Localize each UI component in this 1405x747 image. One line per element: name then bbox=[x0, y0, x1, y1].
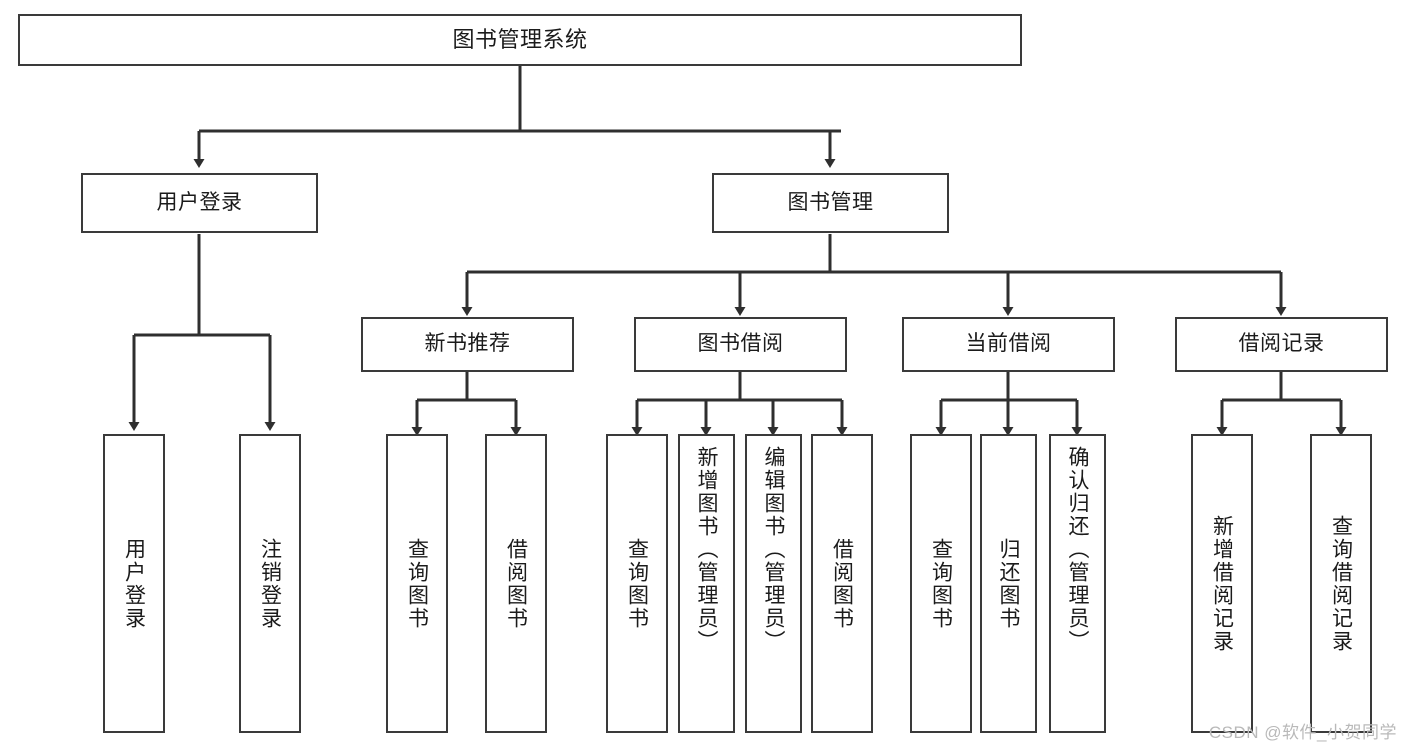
leaf-label: 借阅图书 bbox=[830, 537, 854, 630]
leaf-records-query-record[interactable]: 查询借阅记录 bbox=[1310, 434, 1372, 733]
leaf-label: 确认归还（管理员） bbox=[1066, 446, 1089, 653]
leaf-label: 新增借阅记录 bbox=[1210, 514, 1234, 653]
node-root[interactable]: 图书管理系统 bbox=[18, 14, 1022, 66]
leaf-borrow-edit-book-admin[interactable]: 编辑图书（管理员） bbox=[745, 434, 802, 733]
leaf-user-login-login[interactable]: 用户登录 bbox=[103, 434, 165, 733]
leaf-borrow-add-book-admin[interactable]: 新增图书（管理员） bbox=[678, 434, 735, 733]
leaf-label: 查询图书 bbox=[405, 537, 429, 630]
leaf-label: 查询借阅记录 bbox=[1329, 514, 1353, 653]
leaf-label: 用户登录 bbox=[122, 537, 146, 630]
leaf-label: 查询图书 bbox=[929, 537, 953, 630]
leaf-label: 归还图书 bbox=[997, 537, 1020, 630]
node-book-borrow-label: 图书借阅 bbox=[697, 332, 784, 356]
leaf-new-book-borrow[interactable]: 借阅图书 bbox=[485, 434, 547, 733]
node-current-borrow-label: 当前借阅 bbox=[965, 332, 1052, 356]
leaf-label: 查询图书 bbox=[625, 537, 649, 630]
node-current-borrow[interactable]: 当前借阅 bbox=[902, 317, 1115, 372]
node-borrow-records[interactable]: 借阅记录 bbox=[1175, 317, 1388, 372]
leaf-label: 新增图书（管理员） bbox=[695, 446, 718, 653]
leaf-borrow-query-book[interactable]: 查询图书 bbox=[606, 434, 668, 733]
node-user-login[interactable]: 用户登录 bbox=[81, 173, 318, 233]
leaf-records-add-record[interactable]: 新增借阅记录 bbox=[1191, 434, 1253, 733]
leaf-label: 编辑图书（管理员） bbox=[762, 446, 785, 653]
node-book-borrow[interactable]: 图书借阅 bbox=[634, 317, 847, 372]
leaf-label: 借阅图书 bbox=[504, 537, 528, 630]
leaf-current-confirm-return-admin[interactable]: 确认归还（管理员） bbox=[1049, 434, 1106, 733]
node-user-login-label: 用户登录 bbox=[156, 190, 243, 214]
leaf-label: 注销登录 bbox=[258, 537, 282, 630]
leaf-current-query-book[interactable]: 查询图书 bbox=[910, 434, 972, 733]
leaf-user-login-logout[interactable]: 注销登录 bbox=[239, 434, 301, 733]
leaf-new-book-query[interactable]: 查询图书 bbox=[386, 434, 448, 733]
node-new-book-recommend[interactable]: 新书推荐 bbox=[361, 317, 574, 372]
node-root-label: 图书管理系统 bbox=[452, 27, 588, 53]
node-borrow-records-label: 借阅记录 bbox=[1238, 332, 1325, 356]
csdn-watermark: CSDN @软件_小贺同学 bbox=[1208, 723, 1397, 742]
node-book-management-label: 图书管理 bbox=[787, 190, 874, 214]
leaf-current-return-book[interactable]: 归还图书 bbox=[980, 434, 1037, 733]
node-book-management[interactable]: 图书管理 bbox=[712, 173, 949, 233]
node-new-book-recommend-label: 新书推荐 bbox=[424, 332, 511, 356]
leaf-borrow-borrow-book[interactable]: 借阅图书 bbox=[811, 434, 873, 733]
